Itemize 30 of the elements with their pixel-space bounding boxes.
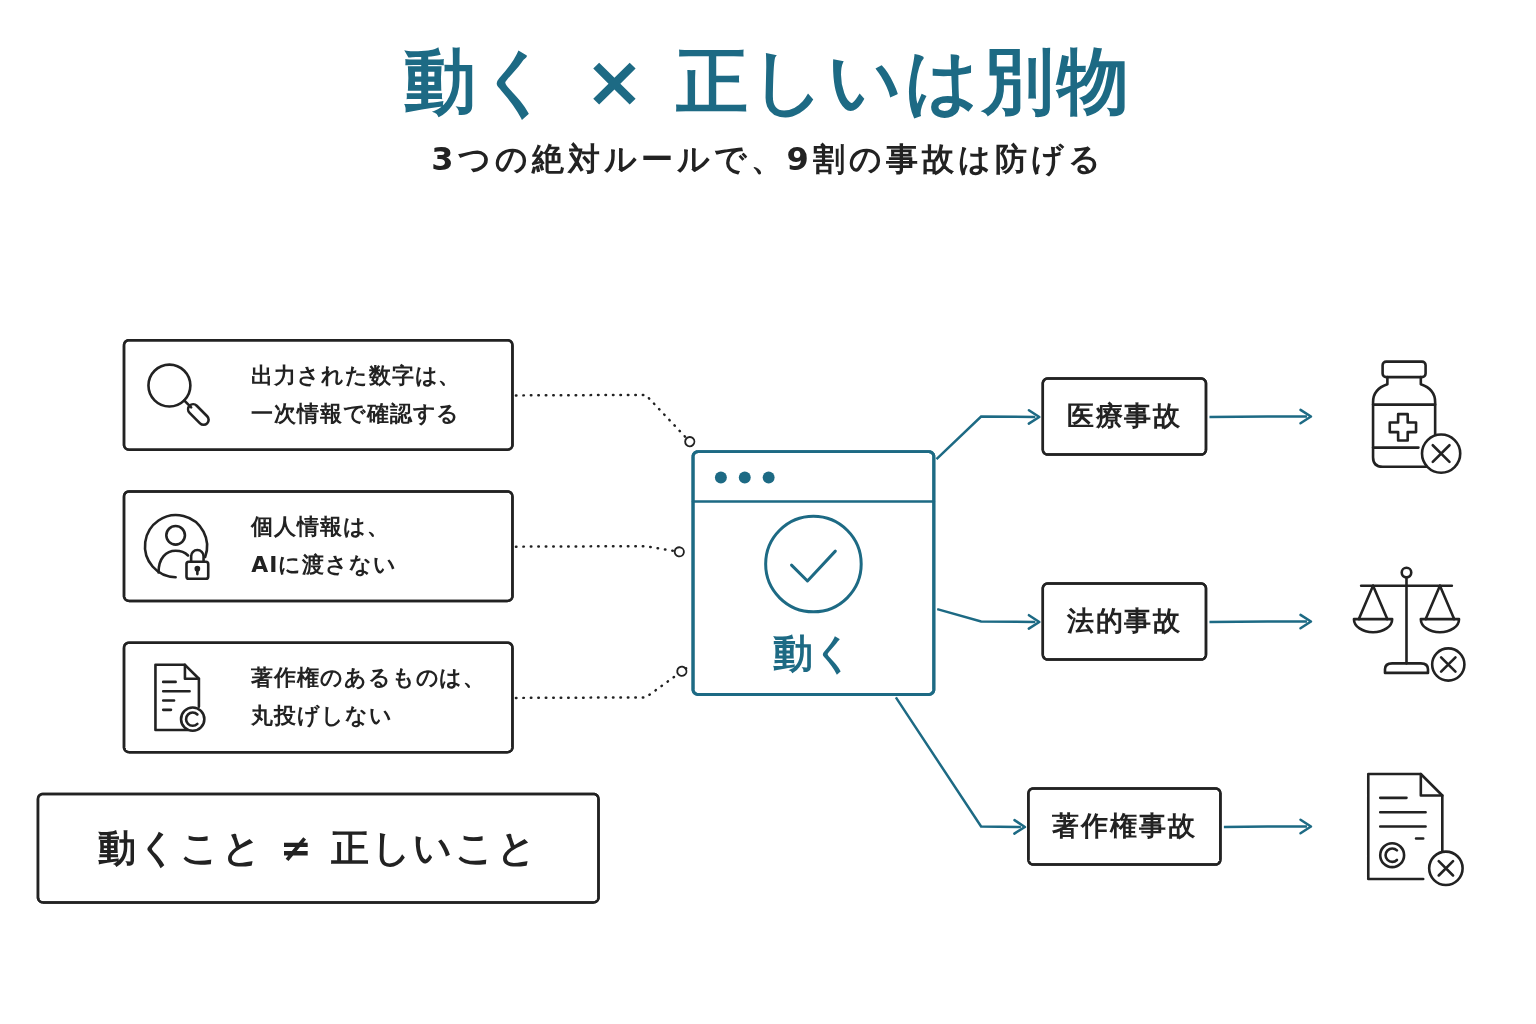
window-label: 動く (773, 629, 854, 678)
arrow (935, 409, 1041, 461)
accident-label: 医療事故 (1065, 399, 1184, 434)
arrow (1209, 409, 1313, 425)
arrow (894, 697, 1027, 836)
rule-box (122, 490, 514, 603)
arrow (1223, 819, 1313, 835)
medicine-bottle-icon (1371, 360, 1462, 475)
arrow (936, 608, 1041, 631)
rule-box (122, 339, 514, 452)
copyright-document-icon (1367, 773, 1464, 887)
accident-label: 法的事故 (1065, 604, 1184, 639)
summary-text: 動くこと ≠ 正しいこと (96, 825, 540, 872)
rule-box (122, 641, 514, 754)
accident-box (1041, 377, 1208, 457)
subtitle: 3つの絶対ルールで、9割の事故は防げる (431, 138, 1105, 180)
arrow (1209, 614, 1313, 630)
dotted-connector (514, 545, 686, 558)
dotted-connector (514, 394, 696, 448)
accident-label: 著作権事故 (1051, 809, 1198, 844)
app-window-box (691, 450, 936, 697)
rule-text: 個人情報は、AIに渡さない (251, 513, 398, 580)
rule-text: 著作権のあるものは、丸投げしない (251, 664, 488, 731)
title: 動く × 正しいは別物 (404, 40, 1132, 123)
scales-icon (1352, 566, 1466, 683)
accident-box (1041, 582, 1208, 662)
summary-box (36, 793, 600, 905)
accident-box (1027, 787, 1222, 867)
dotted-connector (514, 666, 688, 700)
rule-text: 出力された数字は、一次情報で確認する (251, 362, 463, 429)
